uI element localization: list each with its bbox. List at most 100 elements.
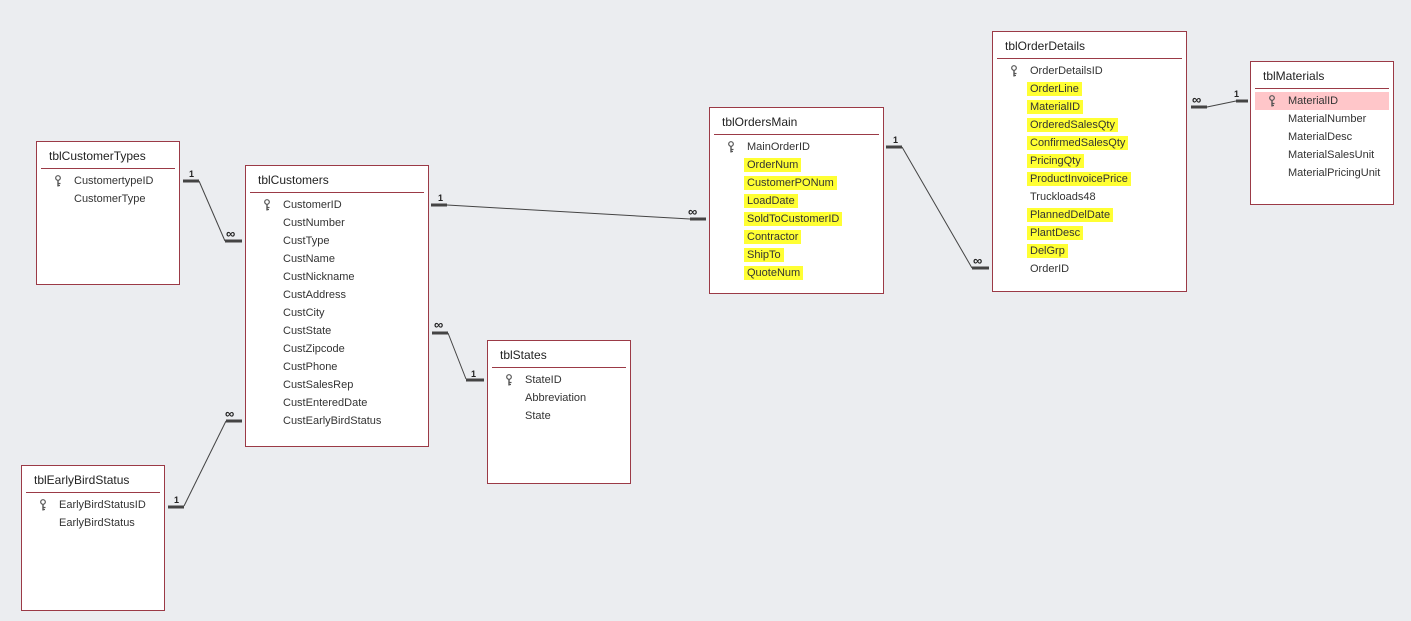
table-title[interactable]: tblCustomerTypes: [41, 142, 175, 169]
table-title[interactable]: tblOrdersMain: [714, 108, 879, 135]
field-row[interactable]: OrderID: [993, 260, 1186, 278]
field-row[interactable]: CustState: [246, 322, 428, 340]
one-label: 1: [893, 135, 899, 145]
field-name: CustomerID: [283, 199, 342, 211]
field-row[interactable]: Abbreviation: [488, 389, 630, 407]
field-row[interactable]: PlannedDelDate: [993, 206, 1186, 224]
field-name: CustCity: [283, 307, 325, 319]
field-row[interactable]: SoldToCustomerID: [710, 210, 883, 228]
field-name: MaterialID: [1027, 100, 1084, 114]
field-row[interactable]: MaterialDesc: [1251, 128, 1393, 146]
primary-key-icon: [53, 175, 63, 187]
field-row[interactable]: CustType: [246, 232, 428, 250]
field-row[interactable]: OrderNum: [710, 156, 883, 174]
field-name: ConfirmedSalesQty: [1027, 136, 1129, 150]
many-label: ∞: [225, 406, 235, 421]
field-row[interactable]: ConfirmedSalesQty: [993, 134, 1186, 152]
primary-key-icon: [1267, 95, 1277, 107]
rel-line-customers-ordersmain: [446, 204, 691, 220]
one-label: 1: [174, 495, 180, 505]
field-row[interactable]: Truckloads48: [993, 188, 1186, 206]
field-row[interactable]: DelGrp: [993, 242, 1186, 260]
field-name: CustomerPONum: [744, 176, 837, 190]
field-row[interactable]: MaterialSalesUnit: [1251, 146, 1393, 164]
field-name: Contractor: [744, 230, 802, 244]
field-row[interactable]: CustomerType: [37, 190, 179, 208]
field-row[interactable]: State: [488, 407, 630, 425]
field-name: Truckloads48: [1030, 191, 1096, 203]
one-label: 1: [471, 369, 477, 379]
field-row[interactable]: Contractor: [710, 228, 883, 246]
rel-line-earlybird-customers: [183, 420, 227, 507]
table-title[interactable]: tblEarlyBirdStatus: [26, 466, 160, 493]
field-row[interactable]: MainOrderID: [710, 138, 883, 156]
field-row[interactable]: ShipTo: [710, 246, 883, 264]
field-name: SoldToCustomerID: [744, 212, 843, 226]
table-title[interactable]: tblStates: [492, 341, 626, 368]
field-row[interactable]: ProductInvoicePrice: [993, 170, 1186, 188]
field-name: CustName: [283, 253, 335, 265]
field-row[interactable]: StateID: [488, 371, 630, 389]
field-name: CustEarlyBirdStatus: [283, 415, 382, 427]
many-label: ∞: [434, 317, 444, 332]
field-row[interactable]: OrderDetailsID: [993, 62, 1186, 80]
field-row[interactable]: MaterialID: [1255, 92, 1389, 110]
field-name: ShipTo: [744, 248, 784, 262]
table-title[interactable]: tblOrderDetails: [997, 32, 1182, 59]
field-name: OrderID: [1030, 263, 1070, 275]
field-row[interactable]: CustEarlyBirdStatus: [246, 412, 428, 430]
field-row[interactable]: CustName: [246, 250, 428, 268]
field-row[interactable]: CustPhone: [246, 358, 428, 376]
field-row[interactable]: CustomerID: [246, 196, 428, 214]
field-row[interactable]: CustomerPONum: [710, 174, 883, 192]
many-label: ∞: [226, 226, 236, 241]
field-row[interactable]: QuoteNum: [710, 264, 883, 282]
many-label: ∞: [688, 204, 698, 219]
field-name: CustNumber: [283, 217, 345, 229]
field-name: MainOrderID: [747, 141, 810, 153]
field-row[interactable]: MaterialID: [993, 98, 1186, 116]
field-name: MaterialPricingUnit: [1288, 167, 1381, 179]
table-title[interactable]: tblCustomers: [250, 166, 424, 193]
field-row[interactable]: CustAddress: [246, 286, 428, 304]
field-name: CustAddress: [283, 289, 346, 301]
field-row[interactable]: EarlyBirdStatusID: [22, 496, 164, 514]
field-name: DelGrp: [1027, 244, 1068, 258]
field-row[interactable]: OrderedSalesQty: [993, 116, 1186, 134]
field-row[interactable]: CustNumber: [246, 214, 428, 232]
field-name: OrderNum: [744, 158, 802, 172]
field-row[interactable]: MaterialNumber: [1251, 110, 1393, 128]
field-row[interactable]: OrderLine: [993, 80, 1186, 98]
field-name: Abbreviation: [525, 392, 587, 404]
field-row[interactable]: MaterialPricingUnit: [1251, 164, 1393, 182]
table-title[interactable]: tblMaterials: [1255, 62, 1389, 89]
field-row[interactable]: CustomertypeID: [37, 172, 179, 190]
field-name: StateID: [525, 374, 562, 386]
field-row[interactable]: EarlyBirdStatus: [22, 514, 164, 532]
field-name: PlannedDelDate: [1027, 208, 1114, 222]
field-name: MaterialDesc: [1288, 131, 1353, 143]
field-row[interactable]: CustZipcode: [246, 340, 428, 358]
field-row[interactable]: CustSalesRep: [246, 376, 428, 394]
field-row[interactable]: PricingQty: [993, 152, 1186, 170]
rel-line-customertypes-customers: [198, 180, 226, 242]
field-row[interactable]: CustNickname: [246, 268, 428, 286]
field-row[interactable]: CustEnteredDate: [246, 394, 428, 412]
field-name: OrderDetailsID: [1030, 65, 1103, 77]
field-row[interactable]: PlantDesc: [993, 224, 1186, 242]
field-row[interactable]: CustCity: [246, 304, 428, 322]
field-name: CustEnteredDate: [283, 397, 368, 409]
field-row[interactable]: LoadDate: [710, 192, 883, 210]
field-name: LoadDate: [744, 194, 798, 208]
